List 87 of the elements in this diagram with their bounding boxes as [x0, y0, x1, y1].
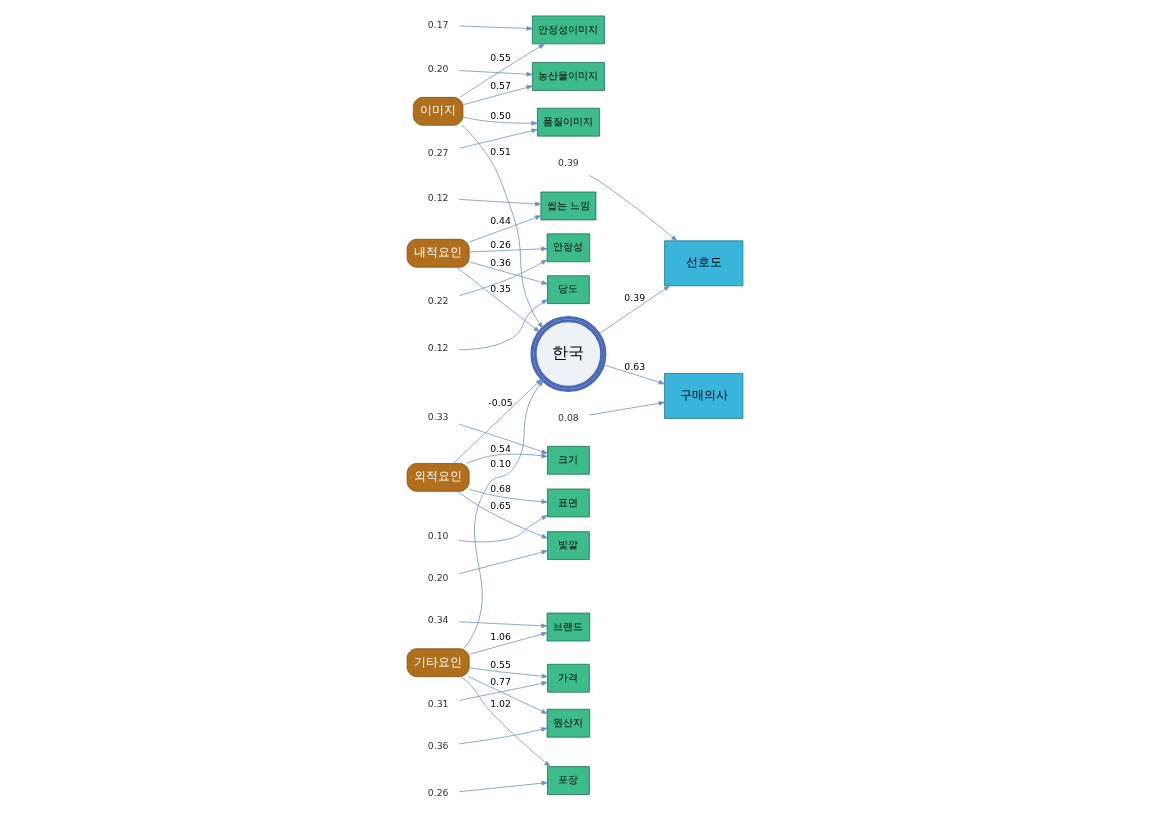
- arrow: [456, 491, 548, 539]
- node-box: 품질이미지: [536, 107, 600, 137]
- node-box: 이미지: [412, 96, 463, 126]
- node-text: 0.39: [557, 157, 579, 169]
- edge-label: 0.39: [623, 292, 645, 304]
- edge-label: 0.55: [489, 52, 511, 64]
- arrow: [468, 667, 548, 679]
- edge-label: 0.10: [489, 457, 511, 469]
- edge-label: 0.55: [489, 658, 511, 670]
- node-box: 빛깔: [546, 531, 590, 560]
- arrow: [452, 378, 542, 464]
- arrow: [468, 261, 548, 285]
- arrow: [460, 676, 550, 767]
- arrow: [458, 780, 548, 793]
- edge-label: 1.06: [489, 630, 511, 642]
- node-box: 내적요인: [406, 238, 470, 268]
- arrow: [458, 128, 538, 149]
- node-box: 브랜드: [546, 612, 590, 642]
- node-text: 0.20: [427, 62, 448, 74]
- arrow: [602, 364, 665, 385]
- node-box: 표면: [546, 488, 590, 518]
- node-box: 씹는 느낌: [540, 191, 596, 221]
- node-box: 외적요인: [406, 463, 470, 492]
- node-text: 0.17: [427, 18, 448, 30]
- arrow: [458, 727, 547, 745]
- edge-label: -0.05: [488, 396, 513, 408]
- arrow: [458, 621, 547, 629]
- edge-label: 0.44: [489, 215, 511, 227]
- edge-label: 0.77: [489, 675, 511, 687]
- arrow: [458, 681, 548, 701]
- arrow: [458, 259, 547, 297]
- arrow: [458, 423, 548, 454]
- node-text: 0.31: [427, 697, 448, 709]
- arrow: [462, 85, 533, 106]
- edge-label: 0.50: [489, 109, 511, 121]
- edge-label: 0.57: [489, 80, 511, 92]
- edge-label: 0.63: [623, 361, 645, 373]
- arrow: [468, 488, 548, 504]
- node-text: 0.08: [557, 411, 579, 423]
- node-box: 안정성이미지: [531, 15, 605, 45]
- arrow: [462, 116, 537, 126]
- node-box: 안정성: [546, 233, 590, 263]
- arrow: [458, 514, 548, 543]
- edge-label: 0.68: [489, 482, 511, 494]
- edge-label: 1.02: [489, 697, 511, 709]
- arrow: [467, 676, 547, 714]
- node-text: 0.10: [427, 530, 448, 542]
- arrow: [458, 70, 533, 77]
- edge-label: 0.65: [489, 499, 511, 511]
- node-text: 0.34: [427, 614, 448, 626]
- arrow: [458, 25, 533, 31]
- node-box: 기타요인: [406, 648, 470, 678]
- node-box: 농산물이미지: [531, 62, 605, 91]
- arrow: [468, 215, 541, 243]
- edge-label: 0.51: [489, 146, 511, 158]
- edge-label: 0.36: [489, 257, 511, 269]
- node-box: 원산지: [546, 708, 590, 738]
- node-text: 0.12: [427, 342, 448, 354]
- arrow: [458, 199, 541, 207]
- edge-label: 0.26: [489, 239, 511, 251]
- node-box: 포장: [546, 766, 590, 795]
- arrow: [455, 266, 540, 333]
- arrow: [588, 401, 665, 416]
- node-box: 선호도: [663, 240, 743, 287]
- arrow: [468, 246, 547, 253]
- arrow: [465, 453, 548, 464]
- arrow: [460, 124, 543, 329]
- node-text: 0.36: [427, 739, 448, 751]
- node-box: 가격: [546, 663, 590, 693]
- node-text: 0.20: [427, 572, 448, 584]
- edge-label: 0.54: [489, 443, 511, 455]
- arrow: [462, 380, 543, 649]
- arrow: [458, 299, 548, 351]
- node-text: 0.22: [427, 294, 448, 306]
- node-text: 0.33: [427, 411, 448, 423]
- node-text: 0.12: [427, 191, 448, 203]
- arrow: [468, 632, 547, 655]
- node-text: 0.26: [427, 787, 448, 799]
- edge-label: 0.35: [489, 283, 511, 295]
- node-box: 당도: [546, 275, 590, 305]
- arrow: [588, 174, 677, 242]
- arrow: [458, 550, 548, 575]
- node-text: 0.27: [427, 146, 448, 158]
- node-box: 크기: [546, 445, 590, 475]
- arrow: [459, 43, 545, 98]
- node-box: 구매의사: [663, 373, 743, 419]
- arrow: [598, 285, 670, 335]
